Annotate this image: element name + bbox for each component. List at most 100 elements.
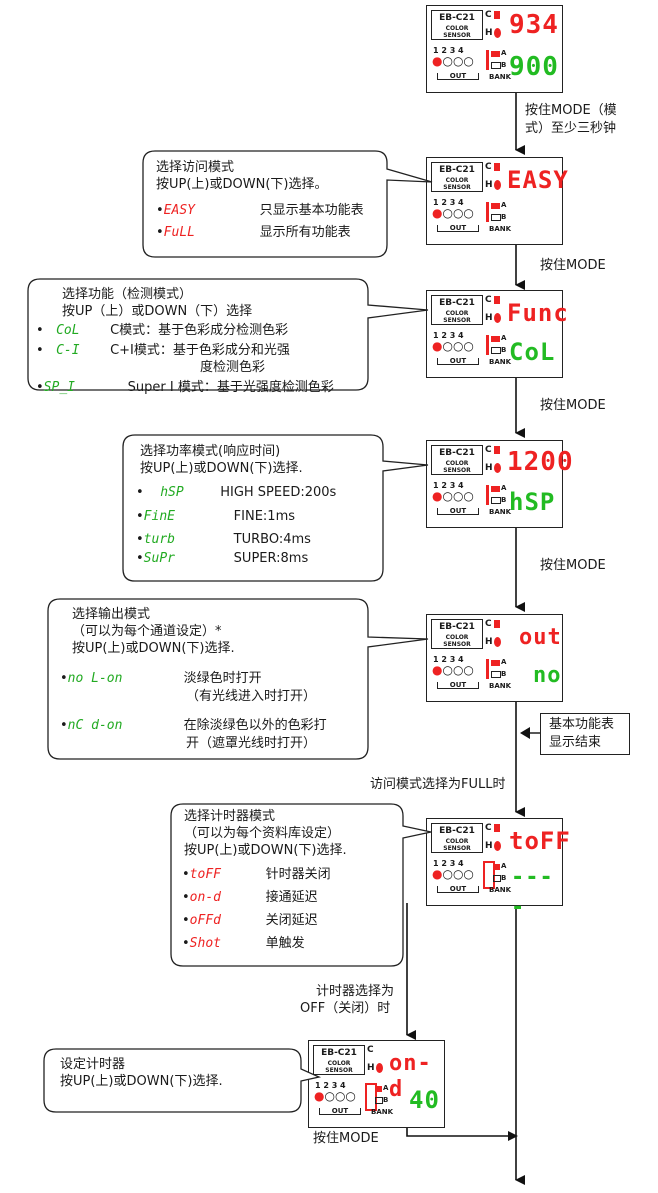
bank-a-indicator xyxy=(493,864,500,870)
arrow-label-7: 按住MODE xyxy=(313,1131,379,1146)
sensor-panel-2: EB-C21 COLOR SENSOR C H 1 2 3 4 ●○○○ OUT… xyxy=(426,157,568,245)
h-indicator xyxy=(494,637,501,647)
output-option-2-cont: 开（遮罩光线时打开） xyxy=(186,736,317,751)
h-indicator xyxy=(494,313,501,323)
code-nc-don: nC d-on xyxy=(67,718,123,733)
model-label: EB-C21 xyxy=(439,165,475,175)
bubble-access-outline xyxy=(142,150,433,258)
code-no-lon: no L-on xyxy=(67,671,123,686)
out-leds: ●○○○ xyxy=(314,1089,356,1103)
c-label: C xyxy=(485,445,492,455)
sublabel: COLOR SENSOR xyxy=(443,310,471,324)
out-label: OUT xyxy=(437,682,479,689)
h-label: H xyxy=(485,313,493,323)
model-label: EB-C21 xyxy=(439,298,475,308)
bank-b-indicator xyxy=(491,62,501,69)
bottom-display: 40 xyxy=(409,1086,440,1114)
bottom-display: CoL xyxy=(509,338,556,366)
out-label: OUT xyxy=(437,358,479,365)
model-label: EB-C21 xyxy=(439,13,475,23)
sublabel: COLOR SENSOR xyxy=(443,177,471,191)
channel-numbers: 1 2 3 4 xyxy=(433,198,464,207)
code-offd: oFFd xyxy=(189,913,221,928)
arrow-label-6-line1: 计时器选择为 xyxy=(316,984,395,999)
bank-a-label: A xyxy=(383,1084,389,1092)
code-toff: toFF xyxy=(189,867,221,882)
channel-numbers: 1 2 3 4 xyxy=(433,481,464,490)
h-label: H xyxy=(485,463,493,473)
h-label: H xyxy=(485,841,493,851)
bank-a-indicator xyxy=(491,660,500,666)
out-label: OUT xyxy=(437,73,479,80)
sublabel: COLOR SENSOR xyxy=(325,1060,353,1074)
bank-label: BANK xyxy=(489,73,512,81)
bank-a-label: A xyxy=(501,201,507,209)
channel-numbers: 1 2 3 4 xyxy=(433,859,464,868)
h-indicator xyxy=(494,180,501,190)
bank-b-label: B xyxy=(501,346,507,354)
bank-a-indicator xyxy=(375,1086,382,1092)
bubble-power-line2: 按UP(上)或DOWN(下)选择. xyxy=(140,461,303,476)
bubble-settimer-outline xyxy=(43,1048,322,1113)
bubble-function-line1: 选择功能（检测模式） xyxy=(62,287,193,302)
bank-b-label: B xyxy=(501,213,507,221)
arrow-label-3: 按住MODE xyxy=(540,398,606,413)
bank-a-label: A xyxy=(501,862,507,870)
sensor-panel-6: EB-C21 COLOR SENSOR C H 1 2 3 4 ●○○○ OUT… xyxy=(426,818,570,920)
sensor-panel-4: EB-C21 COLOR SENSOR C H 1 2 3 4 ●○○○ OUT… xyxy=(426,440,573,528)
bubble-timer-line2: （可以为每个资料库设定） xyxy=(184,826,341,841)
c-indicator xyxy=(494,824,500,832)
code-easy: EASY xyxy=(163,203,195,218)
code-shot: Shot xyxy=(189,936,221,951)
model-label: EB-C21 xyxy=(321,1048,357,1058)
h-label: H xyxy=(485,180,493,190)
code-supr: SuPr xyxy=(143,551,175,566)
bubble-access-line1: 选择访问模式 xyxy=(156,160,235,175)
sensor-panel-1: EB-C21 COLOR SENSOR C H 1 2 3 4 ●○○○ OUT… xyxy=(426,5,563,93)
bank-bar xyxy=(486,485,489,505)
code-col: CoL xyxy=(56,323,80,338)
power-option-3-text: TURBO:4ms xyxy=(233,532,311,547)
code-ond: on-d xyxy=(189,890,221,905)
bubble-output-line3: 按UP(上)或DOWN(下)选择. xyxy=(72,641,235,656)
model-label: EB-C21 xyxy=(439,826,475,836)
sublabel: COLOR SENSOR xyxy=(443,460,471,474)
bank-bar xyxy=(486,335,489,355)
out-leds: ●○○○ xyxy=(432,206,474,220)
bottom-display: ---- xyxy=(511,865,554,920)
out-label: OUT xyxy=(437,225,479,232)
c-indicator xyxy=(494,620,500,628)
bank-a-indicator xyxy=(491,51,500,57)
out-leds: ●○○○ xyxy=(432,867,474,881)
c-indicator xyxy=(494,446,500,454)
bubble-settimer-line1: 设定计时器 xyxy=(60,1057,126,1072)
c-indicator xyxy=(494,11,500,19)
bottom-display: 900 xyxy=(509,52,559,82)
power-option-4-text: SUPER:8ms xyxy=(233,551,309,566)
top-display: EASY xyxy=(507,166,569,194)
bank-b-label: B xyxy=(501,670,507,678)
bottom-display: hSP xyxy=(509,488,556,516)
top-display: 934 xyxy=(509,10,559,40)
bubble-access-line2: 按UP(上)或DOWN(下)选择。 xyxy=(156,177,328,192)
arrow-label-6-line2: OFF（关闭）时 xyxy=(300,1001,391,1016)
arrow-label-4: 按住MODE xyxy=(540,558,606,573)
access-option-2-text: 显示所有功能表 xyxy=(259,225,351,240)
code-ci: C-I xyxy=(56,343,80,358)
bank-b-label: B xyxy=(383,1096,389,1104)
arrow-label-2: 按住MODE xyxy=(540,258,606,273)
h-label: H xyxy=(485,637,493,647)
end-note-line2: 显示结束 xyxy=(549,735,602,750)
bank-label: BANK xyxy=(489,682,512,690)
c-label: C xyxy=(485,162,492,172)
c-label: C xyxy=(485,295,492,305)
